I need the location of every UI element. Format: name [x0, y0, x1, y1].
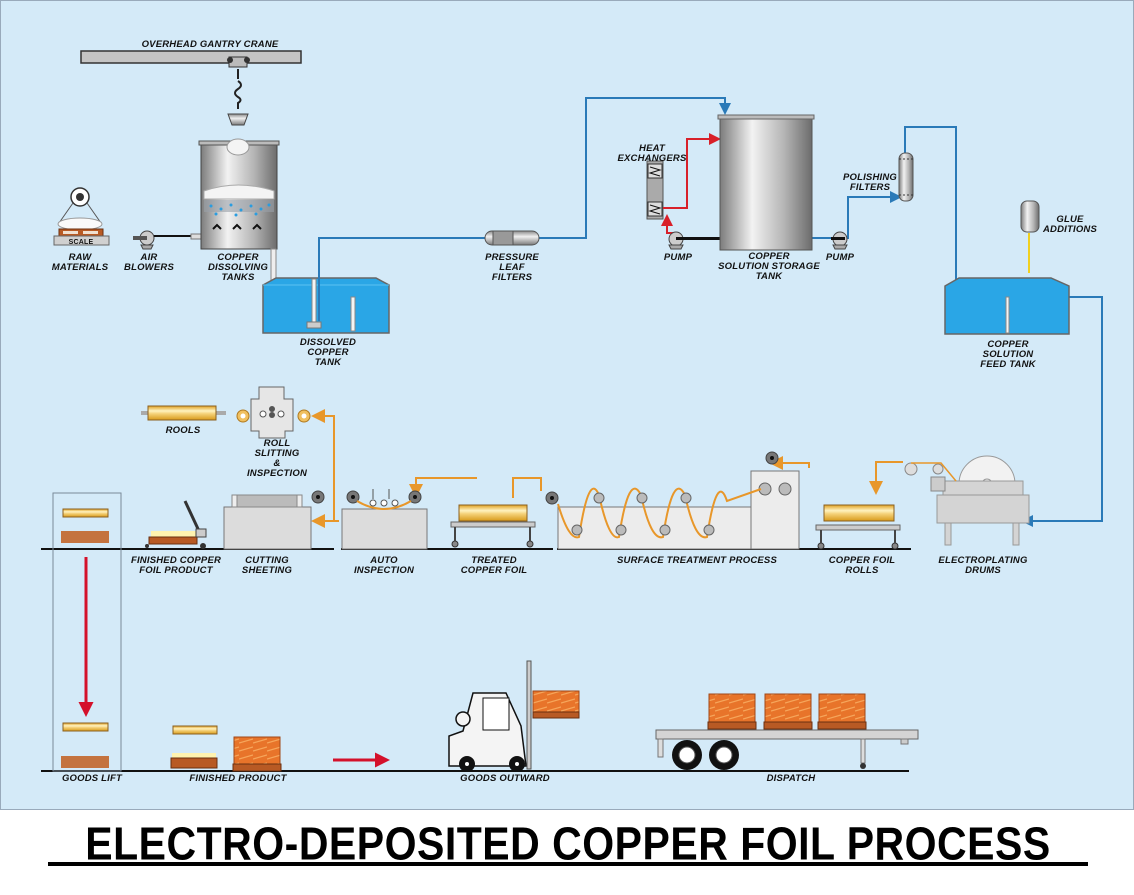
copper-foil-rolls-cart	[815, 504, 901, 550]
copper-solution-storage-tank	[717, 114, 815, 251]
label-goods-lift: GOODS LIFT	[61, 773, 123, 784]
dispatch-trailer	[655, 693, 919, 770]
label-dissolved-copper-tank: DISSOLVED COPPER TANK	[299, 337, 357, 368]
label-roll-slitting: ROLL SLITTING & INSPECTION	[246, 438, 308, 479]
surface-treatment-machine	[545, 451, 800, 550]
label-heat-exchangers: HEAT EXCHANGERS	[617, 143, 687, 164]
label-polishing-filters: POLISHING FILTERS	[842, 172, 898, 193]
label-air-blowers: AIR BLOWERS	[124, 252, 174, 273]
label-finished-copper-foil-product: FINISHED COPPER FOIL PRODUCT	[130, 555, 222, 576]
label-glue-additions: GLUE ADDITIONS	[1042, 214, 1098, 235]
pallet-jack	[145, 500, 207, 549]
label-scale: SCALE	[68, 239, 94, 246]
label-storage-tank: COPPER SOLUTION STORAGE TANK	[718, 251, 820, 282]
roll-slitting-machine	[236, 386, 311, 439]
label-cutting-sheeting: CUTTING SHEETING	[241, 555, 293, 576]
forklift	[448, 660, 580, 772]
rolls-stock	[141, 405, 226, 421]
label-surface-treatment: SURFACE TREATMENT PROCESS	[616, 555, 778, 566]
label-dissolving-tanks: COPPER DISSOLVING TANKS	[207, 252, 269, 283]
title-underline	[48, 862, 1088, 866]
pump-1	[668, 231, 721, 250]
label-rools: ROOLS	[165, 425, 201, 436]
solution-piping	[318, 97, 1103, 527]
label-auto-inspection: AUTO INSPECTION	[353, 555, 415, 576]
process-diagram: OVERHEAD GANTRY CRANE SCALE RAW MATERIAL…	[0, 0, 1134, 810]
foil-path	[311, 409, 903, 528]
label-raw-materials: RAW MATERIALS	[51, 252, 109, 273]
label-pressure-leaf-filters: PRESSURE LEAF FILTERS	[485, 252, 539, 283]
label-gantry-crane: OVERHEAD GANTRY CRANE	[141, 39, 279, 50]
label-feed-tank: COPPER SOLUTION FEED TANK	[980, 339, 1036, 370]
diagram-canvas	[41, 50, 1103, 772]
label-finished-product: FINISHED PRODUCT	[189, 773, 287, 784]
label-goods-outward: GOODS OUTWARD	[460, 773, 550, 784]
label-dispatch: DISPATCH	[766, 773, 816, 784]
treated-copper-foil-cart	[450, 504, 536, 548]
label-copper-foil-rolls: COPPER FOIL ROLLS	[828, 555, 896, 576]
copper-dissolving-tank	[198, 138, 280, 292]
gantry-crane	[80, 50, 302, 126]
polishing-filter	[898, 152, 914, 202]
pump-2	[831, 231, 848, 250]
dissolved-copper-tank	[262, 277, 390, 334]
goods-lift	[52, 492, 122, 772]
copper-solution-feed-tank	[944, 277, 1070, 335]
electroplating-drum-machine	[904, 455, 1030, 546]
label-treated-copper-foil: TREATED COPPER FOIL	[460, 555, 528, 576]
label-electroplating-drums: ELECTROPLATING DRUMS	[938, 555, 1028, 576]
pressure-leaf-filter	[484, 230, 540, 246]
heat-exchangers	[646, 133, 721, 234]
cutting-sheeting-machine	[223, 490, 325, 550]
title-banner	[0, 810, 1134, 895]
page-title: ELECTRO-DEPOSITED COPPER FOIL PROCESS	[85, 818, 1051, 870]
label-pump-2: PUMP	[825, 252, 855, 263]
auto-inspection-machine	[341, 489, 428, 550]
finished-product-stock	[170, 725, 390, 772]
raw-materials-scale	[53, 187, 110, 246]
label-pump-1: PUMP	[663, 252, 693, 263]
glue-additions	[1020, 200, 1040, 273]
